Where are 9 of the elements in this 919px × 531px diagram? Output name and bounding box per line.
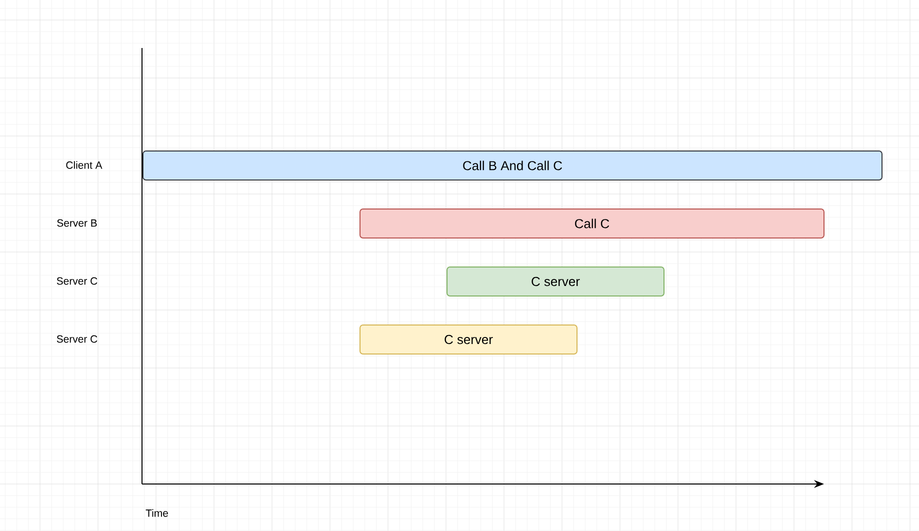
timeline-bar: Call B And Call C: [142, 150, 882, 180]
row-label: Server C: [56, 277, 98, 285]
row-label: Server C: [56, 335, 98, 343]
timeline-bar: C server: [446, 266, 664, 296]
timeline-bar: C server: [360, 324, 578, 354]
row-label: Server B: [57, 219, 97, 227]
row-label: Client A: [66, 161, 102, 169]
row-label: Time: [146, 509, 168, 517]
timeline-bar: Call C: [360, 208, 824, 238]
